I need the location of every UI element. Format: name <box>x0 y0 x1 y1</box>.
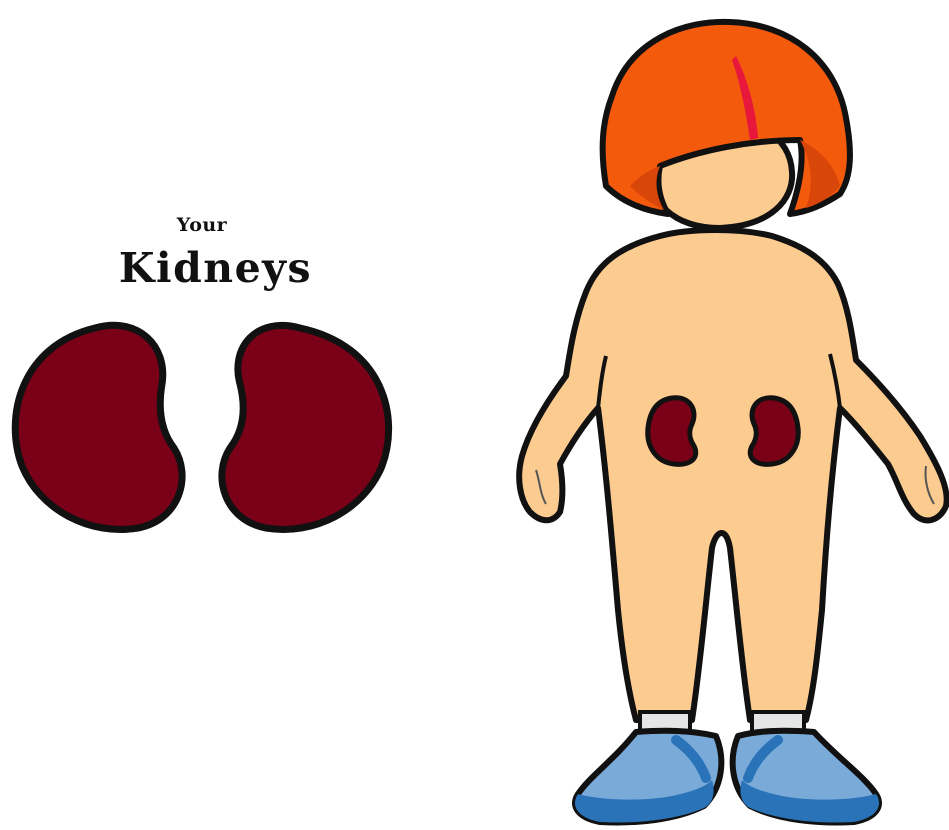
right-kidney-large-icon <box>222 325 389 529</box>
left-kidney-large-icon <box>15 325 182 529</box>
child-figure-icon <box>519 22 947 823</box>
